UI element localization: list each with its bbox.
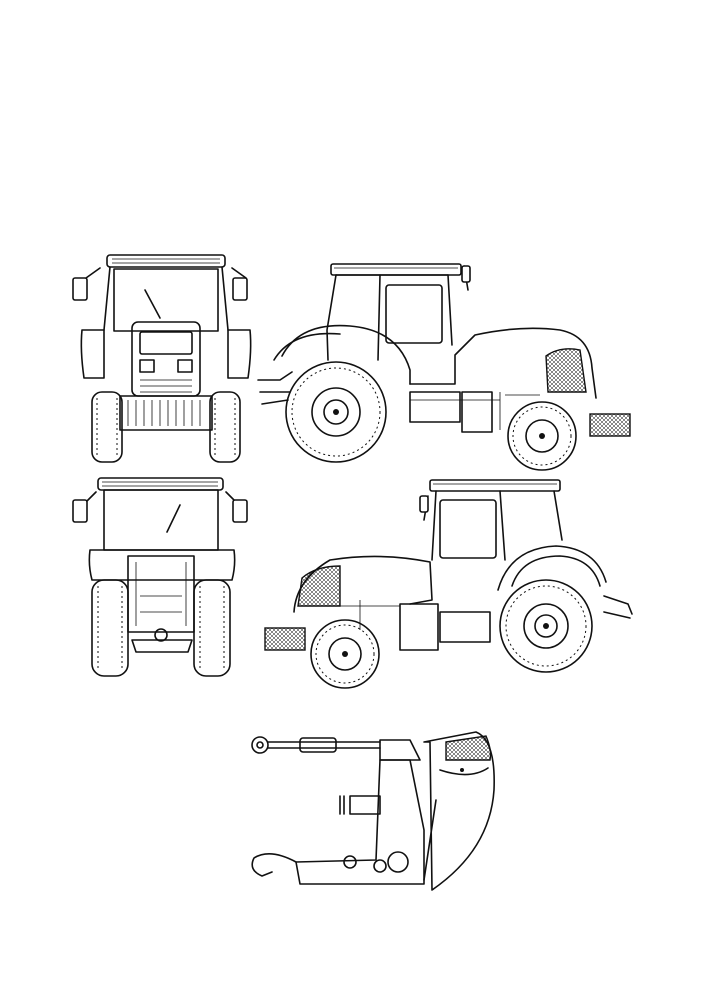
windscreen [113, 268, 219, 332]
rear-fender [281, 324, 411, 385]
rear-window [103, 489, 219, 551]
headlight-left [139, 359, 155, 373]
front-wheel-right [310, 619, 380, 689]
left-mirror [72, 277, 88, 301]
right-mirror [232, 277, 248, 301]
front-axle [119, 395, 213, 431]
wiper [144, 289, 161, 319]
right-side-view [264, 479, 633, 689]
rear-wheel-right [499, 579, 593, 673]
front-wheel [507, 401, 577, 471]
rear-view [72, 477, 248, 677]
rear-wheel [285, 361, 387, 463]
side-grille [545, 348, 587, 393]
hitch-pin-block [349, 795, 381, 815]
front-view [72, 254, 252, 463]
top-link-eye [251, 736, 269, 754]
lower-hook [251, 853, 297, 877]
front-weights [589, 413, 631, 437]
top-link [267, 741, 381, 749]
hitch-bracket [295, 759, 425, 885]
rear-fender-right [497, 545, 607, 591]
side-grille-right [297, 565, 341, 607]
rear-left-tire [91, 579, 129, 677]
front-right-tire [209, 391, 241, 463]
front-weights-right [264, 627, 306, 651]
hood [131, 321, 201, 397]
hitch-detail [251, 731, 495, 891]
rear-right-tire [193, 579, 231, 677]
rear-linkage [127, 555, 195, 633]
counterweight-grille [445, 735, 492, 761]
front-left-tire [91, 391, 123, 463]
rear-wiper [166, 504, 181, 533]
left-side-view [257, 263, 631, 471]
headlight-right [177, 359, 193, 373]
cab-door [385, 284, 443, 344]
